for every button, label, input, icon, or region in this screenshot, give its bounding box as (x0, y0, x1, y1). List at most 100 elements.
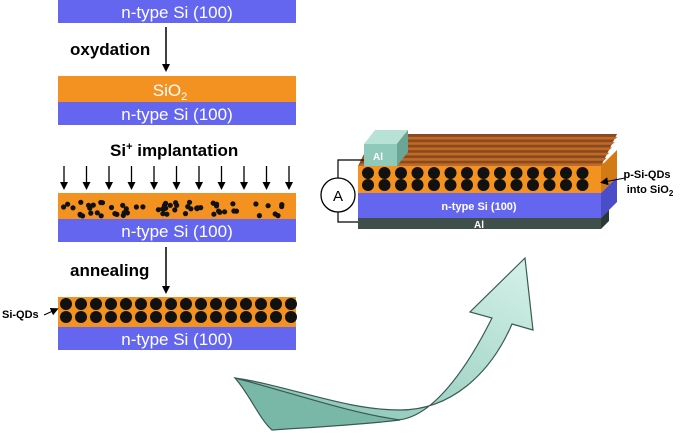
top-stripe (358, 163, 604, 166)
substrate-label: n-type Si (100) (121, 105, 233, 124)
top-stripe (366, 147, 613, 151)
device-quantum-dot (560, 179, 572, 191)
bottom-al-label: Al (474, 220, 484, 231)
device-quantum-dot (411, 179, 424, 191)
quantum-dot (180, 311, 192, 323)
top-stripe (363, 152, 610, 156)
initial-substrate: n-type Si (100) (58, 0, 296, 23)
si-substrate-layer (58, 0, 296, 23)
quantum-dot (135, 298, 147, 310)
quantum-dot (210, 311, 222, 323)
quantum-dot (255, 298, 267, 310)
implanted-ion (185, 204, 191, 210)
bottom-al-side (601, 210, 609, 229)
si-substrate-layer (58, 102, 296, 125)
implanted-ion (90, 202, 96, 208)
implanted-ion (108, 204, 115, 211)
annealing-step-label: annealing (70, 261, 149, 280)
top-al-side (397, 130, 408, 166)
quantum-dot (285, 298, 297, 310)
quantum-dot (165, 311, 177, 323)
quantum-dot (120, 311, 132, 323)
quantum-dot (60, 311, 72, 323)
implantation-step-label: Si+ implantation (110, 141, 238, 160)
device-quantum-dot (461, 179, 473, 191)
implanted-ion (98, 199, 104, 206)
implanted-ion (253, 201, 259, 207)
annealed-stack: n-type Si (100) (58, 297, 297, 350)
device-quantum-dot (444, 167, 457, 179)
implanted-ion (279, 203, 285, 210)
sio2-layer (58, 76, 296, 102)
device-quantum-dot (395, 167, 407, 179)
pointer-arrow-icon (600, 177, 626, 186)
si-substrate-layer (58, 327, 296, 350)
device-top-stripes (358, 136, 618, 166)
device-quantum-dot (543, 179, 556, 191)
implanted-ion (272, 211, 278, 217)
implanted-ion (173, 200, 179, 206)
implanted-ion (155, 207, 161, 213)
device-quantum-dot (576, 167, 589, 179)
implanted-ion (70, 205, 76, 211)
implanted-ion (120, 202, 126, 208)
quantum-dots (60, 298, 297, 323)
quantum-dot (195, 311, 207, 323)
device-quantum-dot (461, 167, 473, 179)
quantum-dot (240, 311, 252, 323)
quantum-dot (135, 311, 147, 323)
quantum-dot (270, 311, 282, 323)
device-quantum-dot (444, 179, 457, 191)
implanted-ions (61, 199, 285, 219)
device-quantum-dots (362, 167, 589, 191)
quantum-dot (240, 298, 252, 310)
top-stripe (360, 158, 607, 161)
p-si-qds-label: p-Si-QDs (623, 169, 670, 181)
implanted-ion (133, 204, 139, 210)
quantum-dot (165, 298, 177, 310)
device-si-substrate (358, 193, 601, 218)
ammeter-icon (320, 177, 356, 213)
implanted-stack: n-type Si (100) (58, 193, 296, 242)
top-al-label: Al (373, 152, 383, 163)
device-quantum-dot (362, 179, 374, 191)
implanted-ion (94, 210, 100, 216)
device-quantum-dot (362, 167, 374, 179)
implanted-ion (167, 202, 173, 208)
implanted-ion (211, 211, 217, 217)
implanted-ion (98, 213, 104, 219)
device-quantum-dot (576, 179, 589, 191)
oxidation-step-label: oxydation (70, 40, 150, 59)
implanted-ion (123, 206, 129, 212)
device-3d: Al n-type Si (100) Al (358, 130, 618, 231)
implanted-ion (265, 203, 271, 209)
implanted-ion (194, 206, 200, 212)
top-stripe (368, 142, 615, 145)
bottom-al-contact (358, 218, 601, 229)
substrate-label: n-type Si (100) (121, 330, 233, 349)
device-quantum-dot (494, 179, 506, 191)
implanted-ion (87, 205, 93, 211)
quantum-dot (225, 298, 237, 310)
implanted-ion (78, 199, 84, 205)
into-sio2-label: into SiO2 (627, 184, 674, 198)
implanted-ion (182, 211, 189, 217)
implanted-ion (164, 211, 170, 217)
quantum-dot (105, 298, 117, 310)
device-quantum-dot (527, 179, 539, 191)
implanted-ion (213, 203, 220, 209)
implanted-ion (160, 211, 166, 217)
ammeter-label: A (333, 188, 343, 205)
quantum-dot (255, 311, 267, 323)
ion-beam-arrows (60, 166, 293, 190)
device-si-side (601, 177, 617, 218)
implanted-ion (112, 211, 118, 217)
device-quantum-dot (378, 179, 391, 191)
quantum-dot (90, 311, 102, 323)
quantum-dot (270, 298, 282, 310)
curved-arrow-underside (233, 376, 401, 431)
oxidized-stack: SiO2 n-type Si (100) (58, 76, 296, 125)
sio2-label: SiO2 (153, 81, 187, 103)
si-qds-label: Si-QDs (2, 309, 39, 321)
